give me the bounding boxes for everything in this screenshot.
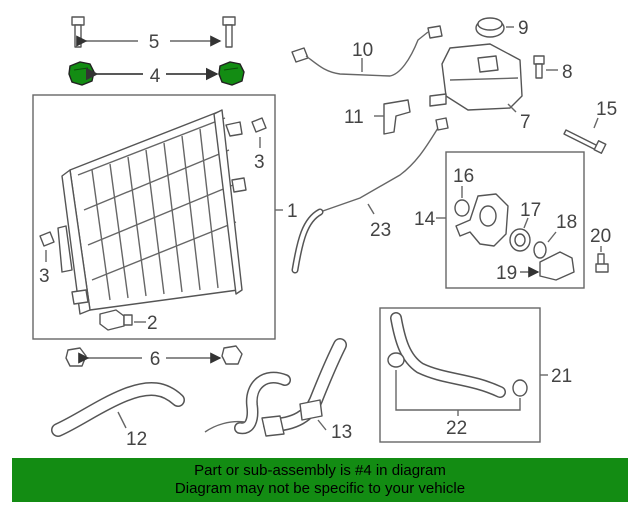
bolt-15	[563, 129, 607, 154]
bolt-20	[595, 253, 609, 273]
callout-21: 21	[551, 366, 572, 387]
clamp-left-22	[387, 352, 405, 368]
bolt-left-5	[71, 16, 85, 48]
cap-9	[475, 17, 505, 38]
hose-assembly-13	[204, 338, 347, 437]
callout-20: 20	[590, 226, 611, 247]
fitting-11	[383, 99, 411, 135]
thermostat-17	[509, 228, 531, 252]
callout-13: 13	[331, 422, 352, 443]
leader-23	[367, 203, 375, 215]
upper-hose-21	[390, 312, 506, 398]
outlet-19	[539, 251, 575, 281]
insulator-right-4	[218, 61, 245, 86]
callout-9: 9	[518, 18, 529, 39]
callout-7: 7	[520, 112, 531, 133]
callout-17: 17	[520, 200, 541, 221]
callout-15: 15	[596, 99, 617, 120]
clamp-right-22	[512, 379, 528, 397]
callout-3b: 3	[39, 266, 50, 287]
callout-8: 8	[562, 62, 573, 83]
callout-19: 19	[496, 263, 517, 284]
clip-bottom-3	[39, 231, 55, 247]
callout-2: 2	[147, 313, 158, 334]
thermostat-box	[445, 151, 585, 289]
clip-top-3	[251, 117, 267, 133]
bolt-8	[533, 55, 545, 79]
lower-hose-12	[51, 382, 185, 437]
leader-18	[547, 231, 557, 243]
callout-10: 10	[352, 40, 373, 61]
info-banner: Part or sub-assembly is #4 in diagram Di…	[12, 458, 628, 502]
radiator-box	[32, 94, 276, 340]
callout-14: 14	[414, 209, 436, 230]
callout-18: 18	[556, 212, 577, 233]
callout-4: 4	[150, 66, 161, 87]
insulator-lower-right-6	[221, 345, 243, 365]
callout-3a: 3	[254, 152, 265, 173]
callout-16: 16	[453, 166, 474, 187]
callout-11: 11	[344, 107, 364, 128]
banner-line-1: Part or sub-assembly is #4 in diagram	[194, 462, 446, 479]
housing-14	[455, 193, 509, 247]
reservoir-7	[429, 43, 523, 111]
callout-1: 1	[287, 201, 298, 222]
o-ring-16	[454, 199, 470, 217]
leader-17	[523, 217, 529, 229]
banner-line-2: Diagram may not be specific to your vehi…	[174, 480, 466, 497]
callout-12: 12	[126, 429, 147, 450]
insulator-left-4	[68, 61, 95, 86]
callout-6: 6	[150, 349, 161, 370]
seal-18	[533, 241, 547, 259]
radiator-core	[57, 109, 247, 315]
callout-5: 5	[149, 32, 160, 53]
leader-13	[317, 419, 327, 431]
callout-22: 22	[446, 418, 467, 439]
callout-23: 23	[370, 220, 391, 241]
leader-12	[117, 411, 127, 429]
insulator-lower-left-6	[65, 347, 87, 367]
leader-7	[507, 103, 517, 113]
overflow-tube-23	[291, 117, 449, 274]
bolt-right-5	[222, 16, 236, 48]
leader-15	[593, 117, 599, 129]
harness-10	[291, 25, 443, 77]
sensor-2	[99, 309, 133, 331]
